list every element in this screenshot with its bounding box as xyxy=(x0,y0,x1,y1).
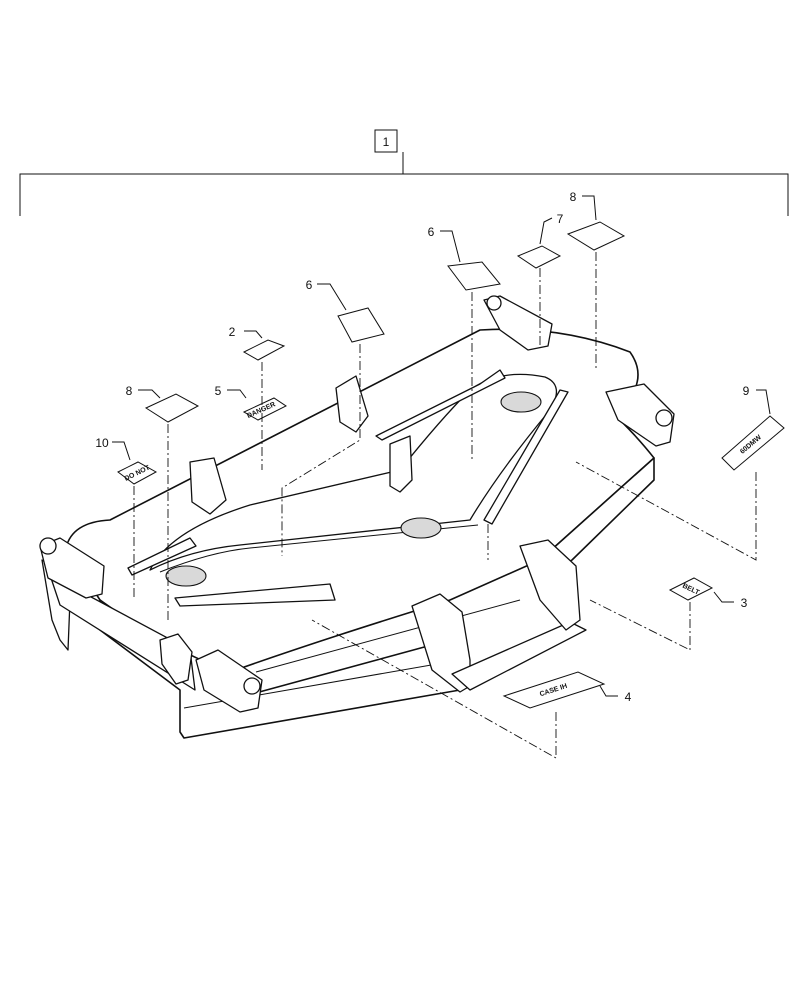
decal-3 xyxy=(668,577,714,601)
left-baffle xyxy=(127,537,197,576)
decal-8-right xyxy=(566,221,626,251)
decal-4 xyxy=(502,671,606,709)
callout-7: 7 xyxy=(557,212,564,226)
decal-6-right xyxy=(447,261,501,291)
front-left-wheel-bracket xyxy=(195,649,263,713)
right-wheel-bracket xyxy=(605,383,675,447)
rear-right-roller xyxy=(486,295,502,311)
idler-arm-upper xyxy=(375,369,506,441)
right-hitch-arm xyxy=(519,539,581,631)
callout-8-left: 8 xyxy=(126,384,133,398)
belt-cover-plate xyxy=(149,373,557,571)
callout-6-right: 6 xyxy=(428,225,435,239)
decal-9 xyxy=(721,415,785,471)
pulley-opening-right xyxy=(500,391,542,413)
callout-1: 1 xyxy=(383,135,390,149)
decal-2 xyxy=(242,339,286,361)
front-hitch-plate xyxy=(451,621,587,691)
left-roller xyxy=(39,537,57,555)
projection-lines xyxy=(133,252,757,759)
callout-4: 4 xyxy=(625,690,632,704)
decal-5 xyxy=(242,397,287,421)
left-pivot-bracket xyxy=(159,633,193,685)
callout-8-right: 8 xyxy=(570,190,577,204)
assembly-bracket: 1 xyxy=(19,129,789,216)
idler-arm-lower xyxy=(174,583,336,607)
pulley-opening-left xyxy=(165,565,207,587)
callout-5: 5 xyxy=(215,384,222,398)
callout-3: 3 xyxy=(741,596,748,610)
decal-6-left xyxy=(337,307,385,343)
decal-10 xyxy=(117,461,158,485)
rear-right-wheel-bracket xyxy=(483,295,553,351)
decal-7 xyxy=(516,245,562,269)
decal-8-left xyxy=(144,393,200,423)
left-front-rail xyxy=(49,574,196,691)
left-mount-block xyxy=(189,457,227,515)
center-bracket xyxy=(389,435,413,493)
callout-2: 2 xyxy=(229,325,236,339)
left-wheel-bracket xyxy=(39,537,105,599)
callout-10: 10 xyxy=(95,436,109,450)
right-roller xyxy=(655,409,673,427)
idler-arm-diagonal xyxy=(483,389,569,525)
mower-deck xyxy=(39,295,675,739)
front-left-roller xyxy=(243,677,261,695)
callout-9: 9 xyxy=(743,384,750,398)
assembly-callout-box xyxy=(374,129,398,153)
pulley-opening-center xyxy=(400,517,442,539)
callout-6-left: 6 xyxy=(306,278,313,292)
callouts: 2 5 8 10 6 6 7 8 9 3 4 xyxy=(95,190,771,704)
